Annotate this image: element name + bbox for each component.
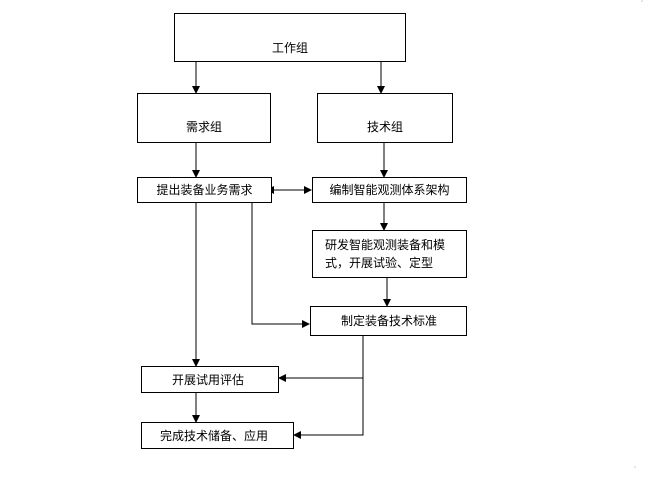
node-develop-equipment-line1: 研发智能观测装备和模 xyxy=(325,238,446,252)
node-trial-evaluation-label: 开展试用评估 xyxy=(172,372,245,387)
node-requirements-group: 需求组 xyxy=(137,93,271,143)
node-observation-architecture: 编制智能观测体系架构 xyxy=(312,177,467,203)
node-technical-group: 技术组 xyxy=(317,93,453,143)
node-equipment-needs-label: 提出装备业务需求 xyxy=(156,183,253,197)
node-develop-equipment-line2: 式，开展试验、定型 xyxy=(325,256,434,270)
node-trial-evaluation: 开展试用评估 xyxy=(141,366,279,393)
node-technical-group-label: 技术组 xyxy=(366,120,403,134)
node-standards: 制定装备技术标准 xyxy=(310,306,467,336)
node-develop-equipment: 研发智能观测装备和模 式，开展试验、定型 xyxy=(312,230,467,278)
node-observation-architecture-label: 编制智能观测体系架构 xyxy=(329,183,450,197)
node-equipment-needs: 提出装备业务需求 xyxy=(137,177,272,203)
node-complete-reserve: 完成技术储备、应用 xyxy=(141,422,294,449)
arrow-standards-to-complete xyxy=(293,378,364,439)
node-standards-label: 制定装备技术标准 xyxy=(341,314,438,328)
node-work-group-label: 工作组 xyxy=(271,40,308,55)
corner-mark-bottom-right: ′ xyxy=(634,466,637,476)
node-work-group: 工作组 xyxy=(174,13,406,62)
corner-mark-top-right: ′ xyxy=(641,0,644,10)
node-requirements-group-label: 需求组 xyxy=(185,120,222,134)
node-complete-reserve-label: 完成技术储备、应用 xyxy=(160,428,269,443)
arrow-needs-to-standards xyxy=(251,203,310,328)
arrow-standards-to-evaluation xyxy=(278,336,364,382)
